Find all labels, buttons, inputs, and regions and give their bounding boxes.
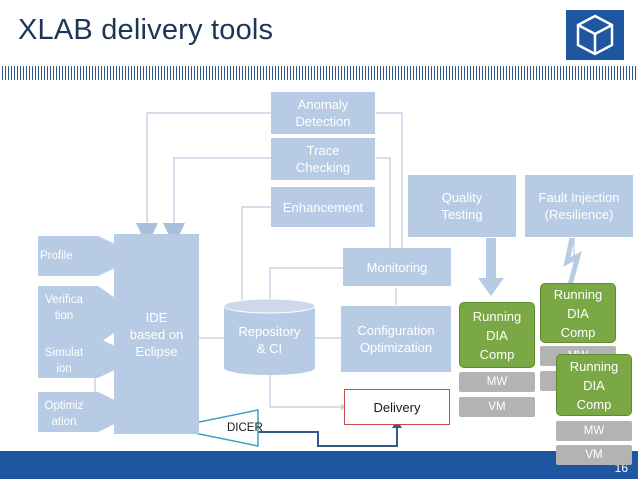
cube-logo-icon [566, 10, 624, 60]
page-title: XLAB delivery tools [18, 14, 274, 46]
verification-label: Verifica tion [45, 294, 83, 322]
monitoring-box: Monitoring [343, 248, 451, 286]
fault-injection-box: Fault Injection (Resilience) [525, 175, 633, 237]
enhancement-box: Enhancement [271, 187, 375, 227]
mw-layer-3: MW [556, 421, 632, 441]
quality-testing-box: Quality Testing [408, 175, 516, 237]
title-rule [0, 66, 638, 80]
profile-label: Profile [40, 250, 73, 262]
optimization-label: Optimiz ation [44, 400, 84, 428]
configuration-optimization-box: Configuration Optimization [341, 306, 451, 372]
vm-layer-3: VM [556, 445, 632, 465]
ide-box: IDE based on Eclipse [114, 234, 199, 434]
dicer-label: DICER [227, 422, 263, 434]
anomaly-detection-box: Anomaly Detection [271, 92, 375, 134]
running-dia-comp-1: Running DIA Comp [459, 302, 535, 368]
simulation-label: Simulat ion [44, 347, 84, 375]
footer-bar [0, 451, 638, 479]
running-dia-comp-2: Running DIA Comp [540, 283, 616, 343]
trace-checking-box: Trace Checking [271, 138, 375, 180]
repository-label: Repository & CI [238, 324, 301, 356]
delivery-box: Delivery [344, 389, 450, 425]
vm-layer-1: VM [459, 397, 535, 417]
mw-layer-1: MW [459, 372, 535, 392]
running-dia-comp-3: Running DIA Comp [556, 354, 632, 416]
